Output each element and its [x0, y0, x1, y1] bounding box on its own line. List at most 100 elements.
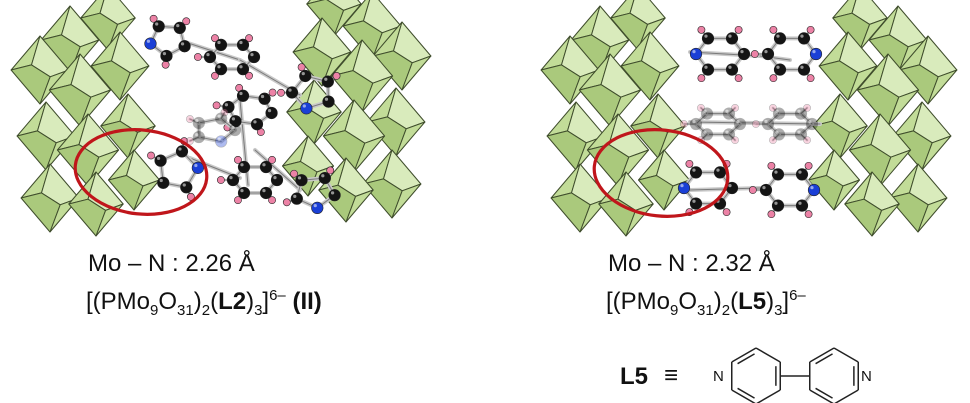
l5-ring-right-double-3	[815, 353, 833, 365]
left-polyoxometalate-right-octahedron-7-face-d	[313, 111, 342, 145]
left-imidazole-back-hydrogen-3	[186, 115, 194, 123]
right-pyridine-low-right-atom-3	[759, 183, 773, 197]
left-imidazole-back-atom-3-highlight	[195, 119, 199, 123]
left-imidazole-back-bond-3-core	[198, 118, 222, 124]
left-phenyl-top-atom-3-highlight	[206, 53, 210, 57]
left-imidazole-right-atom-2-highlight	[293, 194, 297, 198]
right-polyoxometalate-right-octahedron-10-face-d	[833, 179, 860, 211]
left-imidazole-low-atom-4-highlight	[182, 183, 186, 187]
left-phenyl-low-atom-0-highlight	[273, 176, 277, 180]
l5-definition-name: L5	[620, 363, 649, 390]
left-imidazole-top-hydrogen-4	[182, 17, 191, 26]
right-pyridine-low-right-atom-4	[771, 168, 785, 181]
l5-ring-left-edge-0	[756, 389, 781, 403]
left-imidazole-right-hydrogen-2	[282, 198, 291, 207]
left-imidazole-right-atom-1-highlight	[313, 203, 317, 208]
left-imidazole-top-atom-0-highlight	[180, 42, 185, 46]
right-pyridine-low-left-atom-5-highlight	[716, 168, 720, 172]
right-pyridine-back-left-h-bond-2-core	[700, 133, 708, 141]
left-polyoxometalate-left-octahedron-4-face-d	[119, 65, 150, 101]
right-pyridine-top-left-atom-4	[701, 32, 715, 45]
right-pyridine-top-left-atom-0	[737, 47, 751, 61]
right-polyoxometalate-left-octahedron-8-face-d	[579, 197, 610, 233]
right-pyridine-top-right-atom-4	[773, 32, 787, 45]
right-pyridine-back-right-atom-3	[761, 117, 775, 131]
l5-ring-right-edge-4	[833, 347, 859, 363]
right-pyridine-back-left-hydrogen-3	[680, 120, 688, 128]
left-polyoxometalate-left-octahedron-9-face-d	[95, 203, 124, 237]
compound-label-ii: (II)	[292, 288, 322, 315]
left-phenyl-top-atom-4	[214, 38, 228, 51]
left-imidazole-right-atom-0	[328, 189, 341, 202]
l5-ring-right-double-1	[815, 387, 833, 399]
left-phenyl-top-atom-4-highlight	[217, 40, 221, 45]
left-phenyl-mid-atom-1	[250, 118, 264, 131]
left-imidazole-low-atom-3-highlight	[194, 163, 198, 168]
right-pyridine-low-right-hydrogen-2	[767, 210, 776, 219]
right-pyridine-low-right-atom-0	[807, 183, 821, 197]
left-polyoxometalate-left-octahedron-3-face-d	[79, 89, 112, 127]
right-pyridine-top-right-atom-2-highlight	[776, 65, 780, 69]
right-pyridine-top-left-atom-3-highlight	[692, 50, 696, 54]
left-polyoxometalate-right-octahedron-4-face-d	[321, 51, 352, 87]
left-imidazole-right-atom-3	[295, 174, 308, 187]
right-pyridine-back-left-atom-3	[689, 117, 703, 131]
right-pyridine-back-left-atom-0-highlight	[736, 120, 740, 124]
right-pyridine-top-right-hydrogen-5	[806, 25, 815, 34]
left-imidazole-back-hydrogen-4	[220, 108, 229, 117]
right-pyridine-low-right-hydrogen-5	[804, 161, 813, 170]
right-pyridine-low-left-atom-5	[713, 166, 727, 179]
left-phenyl-mid-atom-5-highlight	[260, 94, 265, 99]
l5-ring-left-edge-4	[755, 347, 781, 363]
right-pyridine-top-right-hydrogen-2	[769, 74, 778, 83]
left-imidazole-top-hydrogen-1	[161, 60, 170, 69]
left-imidazole-top-atom-2	[144, 37, 157, 50]
left-imidazole-right-atom-0-highlight	[330, 191, 335, 195]
left-imidazole-right-atom-4	[318, 171, 331, 185]
left-phenyl-low-atom-1	[259, 186, 273, 200]
left-phenyl-top-hydrogen-5	[245, 34, 253, 43]
left-phenyl-mid-atom-0	[265, 106, 278, 120]
right-pyridine-back-right-h-bond-5-core	[800, 107, 808, 115]
left-polyoxometalate-right	[282, 0, 432, 223]
right-pyridine-top-right-atom-1	[797, 63, 811, 76]
right-pyridine-low-right-hydrogen-4	[767, 161, 776, 170]
right-pyridine-low-right-atom-5-highlight	[798, 170, 802, 174]
left-phenyl-top-atom-0	[247, 50, 261, 64]
right-pyridine-back-right-atom-2	[772, 128, 786, 141]
right-pyridine-back-right-atom-0	[805, 117, 819, 131]
left-phenyl-low-atom-3-highlight	[229, 176, 233, 180]
l5-n-right: N	[861, 368, 872, 385]
right-pyridine-back-right-atom-2-highlight	[775, 130, 779, 134]
right-pyridine-top-right-atom-0-highlight	[812, 50, 816, 54]
l5-ring-right-edge-0	[834, 389, 859, 403]
right-polyoxometalate-right-octahedron-8-face-d	[917, 197, 948, 233]
left-imidazole-mid-atom-4-highlight	[324, 77, 328, 81]
l5-n-left: N	[713, 368, 724, 385]
right-pyridine-top-right-atom-3-highlight	[764, 50, 768, 54]
right-pyridine-low-left-atom-2-highlight	[692, 199, 696, 203]
right-polyoxometalate-left-octahedron-3-face-d	[609, 89, 642, 127]
left-imidazole-right-atom-4-highlight	[321, 174, 325, 178]
left-imidazole-back-atom-0	[228, 123, 242, 137]
right-pyridine-top-right-atom-2	[773, 63, 787, 76]
l5-ring-left-edge-1	[731, 389, 756, 403]
left-imidazole-top-atom-1	[160, 49, 173, 63]
left-phenyl-top-atom-1-highlight	[239, 65, 243, 69]
right-pyridine-low-right-atom-1	[795, 199, 809, 212]
left-link-4-core	[254, 149, 301, 191]
right-pyridine-low-right-hydrogen-1	[804, 210, 813, 219]
left-imidazole-low-atom-2-highlight	[178, 147, 182, 151]
left-imidazole-back-bond-0-core	[220, 129, 236, 142]
left-imidazole-top-atom-3-highlight	[155, 22, 159, 26]
right-pyridine-back-left-atom-5	[722, 107, 736, 120]
right-formula: [(PMo9O31)2(L5)3]6–	[606, 287, 806, 319]
left-imidazole-right-atom-3-highlight	[297, 176, 302, 180]
left-imidazole-top-atom-2-highlight	[146, 39, 151, 43]
left-imidazole-low-hydrogen-4	[186, 192, 195, 201]
right-pyridine-top-left-hydrogen-1	[734, 74, 743, 83]
right-pyridine-low-right-atom-5	[795, 168, 809, 181]
l5-equivalence-sign: ≡	[664, 362, 679, 389]
left-imidazole-back-bond-1-core	[198, 136, 222, 142]
left-ligand-label: L2	[218, 288, 247, 315]
